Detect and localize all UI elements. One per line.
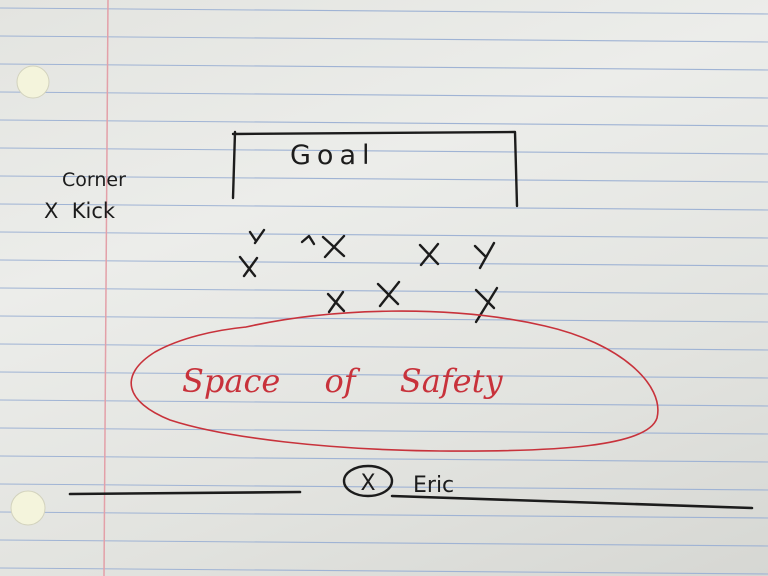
defender-marker bbox=[326, 290, 346, 314]
defender-marker bbox=[418, 242, 440, 267]
ruled-line bbox=[0, 567, 768, 575]
safety-zone-label: Space of Safety bbox=[182, 362, 503, 400]
ruled-line bbox=[0, 147, 768, 155]
ruled-line bbox=[0, 35, 768, 43]
ruled-line bbox=[0, 91, 768, 99]
defender-marker bbox=[248, 228, 266, 245]
player-name-label: Eric bbox=[413, 473, 455, 498]
ruled-line bbox=[0, 539, 768, 547]
ruled-line bbox=[0, 203, 768, 211]
safety-zone-ellipse bbox=[130, 310, 659, 452]
ruled-line bbox=[0, 483, 768, 491]
defender-marker bbox=[300, 234, 316, 246]
goal-label: Goal bbox=[290, 140, 376, 171]
binder-hole-bottom bbox=[10, 490, 46, 526]
corner-kick-label: X Kick bbox=[44, 199, 116, 223]
ruled-line bbox=[0, 119, 768, 127]
defender-marker bbox=[474, 286, 499, 324]
ruled-line bbox=[0, 315, 768, 323]
margin-line bbox=[103, 0, 109, 576]
corner-label: Corner bbox=[62, 169, 126, 191]
ruled-line bbox=[0, 511, 768, 519]
binder-hole-top bbox=[16, 65, 50, 99]
ruled-line bbox=[0, 399, 768, 407]
player-marker-x: X bbox=[360, 471, 375, 496]
player-marker-circle bbox=[342, 464, 394, 498]
ruled-line bbox=[0, 259, 768, 267]
ruled-line bbox=[0, 371, 768, 379]
ruled-line bbox=[0, 455, 768, 463]
ruled-line bbox=[0, 343, 768, 351]
defender-marker bbox=[321, 234, 346, 259]
defender-marker bbox=[473, 241, 496, 270]
ruled-line bbox=[0, 231, 768, 239]
defender-marker bbox=[238, 255, 259, 278]
ruled-lines bbox=[0, 7, 768, 575]
ruled-line bbox=[0, 63, 768, 71]
defender-marker bbox=[376, 280, 401, 308]
ruled-line bbox=[0, 175, 768, 183]
ruled-line bbox=[0, 7, 768, 15]
baseline bbox=[68, 490, 754, 510]
goal-box bbox=[231, 130, 519, 208]
defender-markers bbox=[238, 228, 499, 324]
